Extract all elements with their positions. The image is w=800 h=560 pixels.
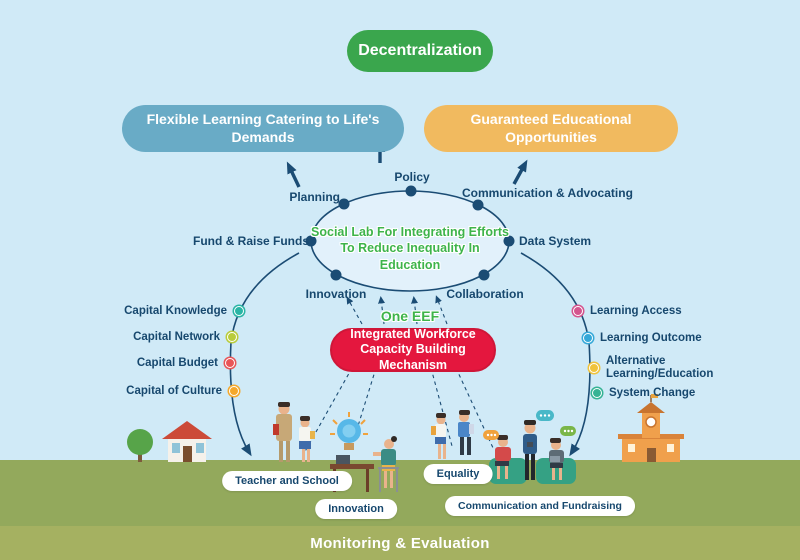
guaranteed-opportunities-pill: Guaranteed Educational Opportunities <box>424 105 678 152</box>
communication-couch-illustration <box>483 410 576 484</box>
node-label-data-system: Data System <box>519 234 592 248</box>
learning-access-item: Learning Access <box>573 305 682 317</box>
node-dot-planning <box>338 198 350 210</box>
node-label-communication-advocating: Communication & Advocating <box>462 186 633 200</box>
node-dot-collaboration <box>478 269 490 281</box>
mechanism-label-line1: Integrated Workforce <box>350 326 476 341</box>
flexible-learning-label: Flexible Learning Catering to Life's Dem… <box>146 111 380 145</box>
flexible-learning-pill: Flexible Learning Catering to Life's Dem… <box>122 105 404 152</box>
decentralization-label: Decentralization <box>358 42 482 59</box>
social-lab-ellipse <box>305 185 515 292</box>
guaranteed-opportunities-label: Guaranteed Educational Opportunities <box>470 111 632 145</box>
chat-bubble-icon <box>483 410 576 440</box>
arrow-to-flexible-pill <box>286 161 301 188</box>
capital-budget-dot <box>225 358 235 368</box>
ground <box>0 460 800 526</box>
teacher-student-illustration <box>273 402 315 462</box>
system-change-item: System Change <box>592 387 695 399</box>
system-change-dot <box>592 388 602 398</box>
learning-access-dot <box>573 306 583 316</box>
node-label-innovation: Innovation <box>305 287 367 301</box>
capital-network-dot <box>227 332 237 342</box>
node-label-planning: Planning <box>289 190 340 204</box>
mechanism-label-line2: Capacity Building Mechanism <box>360 342 466 372</box>
learning-outcome-dot <box>583 333 593 343</box>
equality-students-illustration <box>431 410 474 459</box>
node-dot-communication <box>472 199 484 211</box>
decentralization-pill: Decentralization <box>347 30 493 72</box>
node-label-fund-raise-funds: Fund & Raise Funds <box>193 234 310 248</box>
innovation-desk-illustration <box>330 412 399 492</box>
node-label-policy: Policy <box>394 170 430 184</box>
footer-bar: Monitoring & Evaluation <box>0 526 800 560</box>
learning-outcome-item: Learning Outcome <box>583 332 702 344</box>
capital-knowledge-item: Capital Knowledge <box>124 305 244 317</box>
capital-network-item: Capital Network <box>133 331 237 343</box>
node-dot-data <box>503 235 515 247</box>
communication-fundraising-label: Communication and Fundraising <box>445 496 635 516</box>
node-dot-policy <box>405 185 417 197</box>
lightbulb-icon <box>330 412 368 435</box>
capital-knowledge-dot <box>234 306 244 316</box>
capital-budget-item: Capital Budget <box>137 357 235 369</box>
dashed-connectors <box>302 295 495 456</box>
one-eef-label: One EEF <box>380 308 440 324</box>
social-lab-title: Social Lab For Integrating Efforts To Re… <box>311 225 509 272</box>
house-icon <box>162 421 212 462</box>
capital-of-culture-dot <box>229 386 239 396</box>
alternative-learning-dot <box>589 363 599 374</box>
teacher-school-label: Teacher and School <box>222 471 352 491</box>
tree-icon <box>127 429 153 462</box>
node-dot-fund <box>305 235 317 247</box>
capital-of-culture-item: Capital of Culture <box>126 385 239 397</box>
mechanism-pill: Integrated Workforce Capacity Building M… <box>330 326 496 372</box>
school-icon <box>618 394 684 462</box>
alternative-learning-item: Alternative Learning/Education <box>589 355 713 381</box>
arrow-to-guaranteed-pill <box>512 159 528 185</box>
equality-label: Equality <box>423 464 493 484</box>
innovation-group-label: Innovation <box>315 499 397 519</box>
monitoring-evaluation-label: Monitoring & Evaluation <box>310 534 490 552</box>
node-label-collaboration: Collaboration <box>446 287 524 301</box>
node-dot-innovation <box>330 269 342 281</box>
